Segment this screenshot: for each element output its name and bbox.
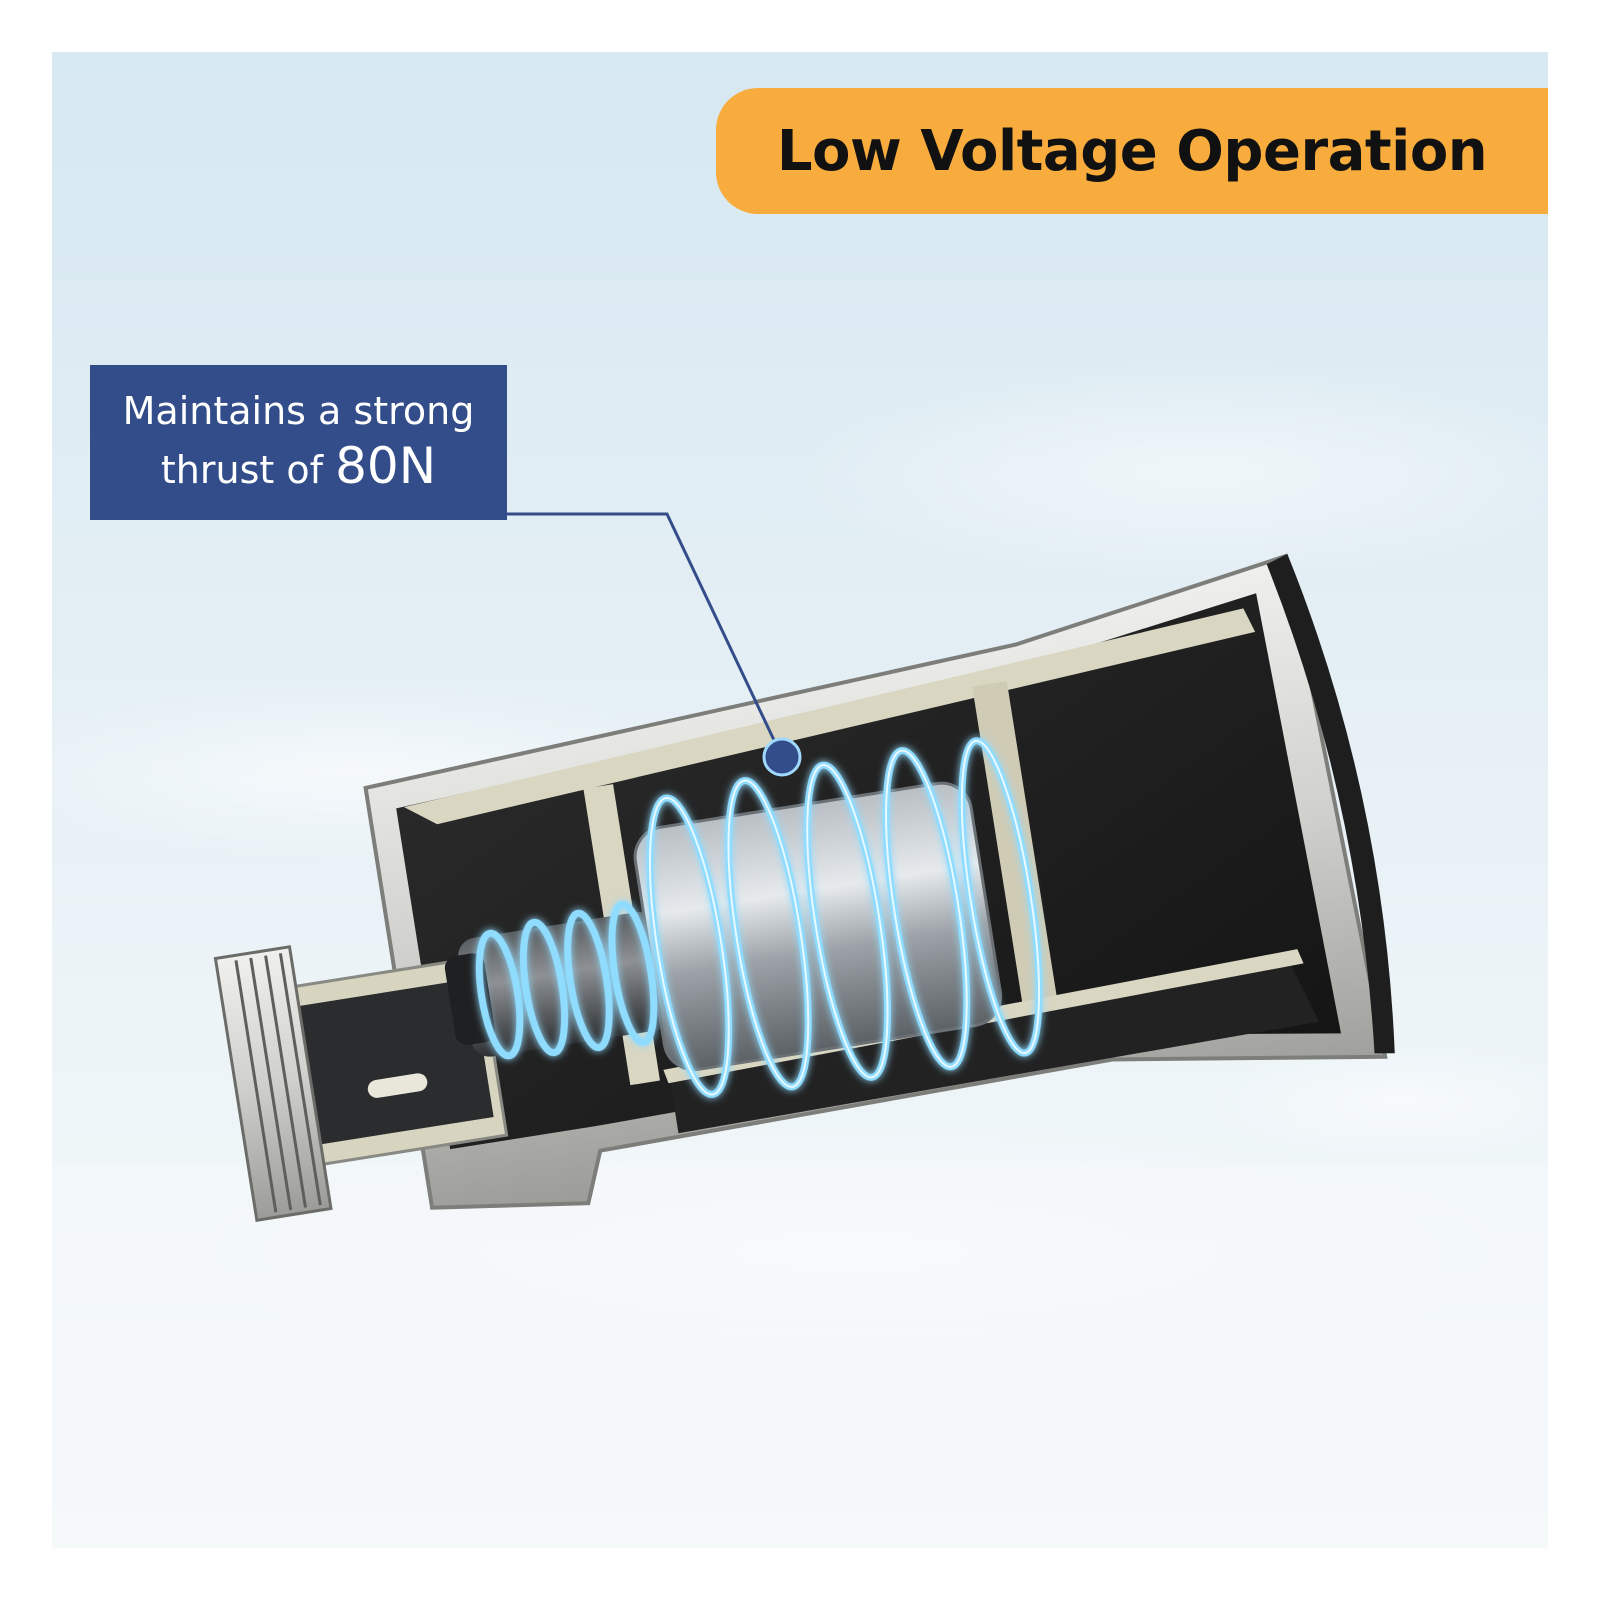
callout-leader-line bbox=[507, 512, 784, 758]
callout-line-2-prefix: thrust of bbox=[160, 448, 336, 492]
callout-line-1: Maintains a strong bbox=[122, 388, 475, 433]
headline-banner: Low Voltage Operation bbox=[716, 88, 1548, 214]
product-image-frame: Low Voltage Operation Maintains a strong… bbox=[52, 52, 1548, 1548]
thrust-callout-box: Maintains a strong thrust of 80N bbox=[90, 365, 507, 520]
headline-text: Low Voltage Operation bbox=[776, 118, 1488, 184]
callout-pointer-dot bbox=[762, 737, 802, 777]
thrust-value: 80N bbox=[335, 437, 437, 495]
solenoid-cutaway-illustration bbox=[52, 362, 1548, 1548]
solenoid-body bbox=[213, 553, 1395, 1222]
callout-line-2: thrust of 80N bbox=[161, 435, 436, 498]
